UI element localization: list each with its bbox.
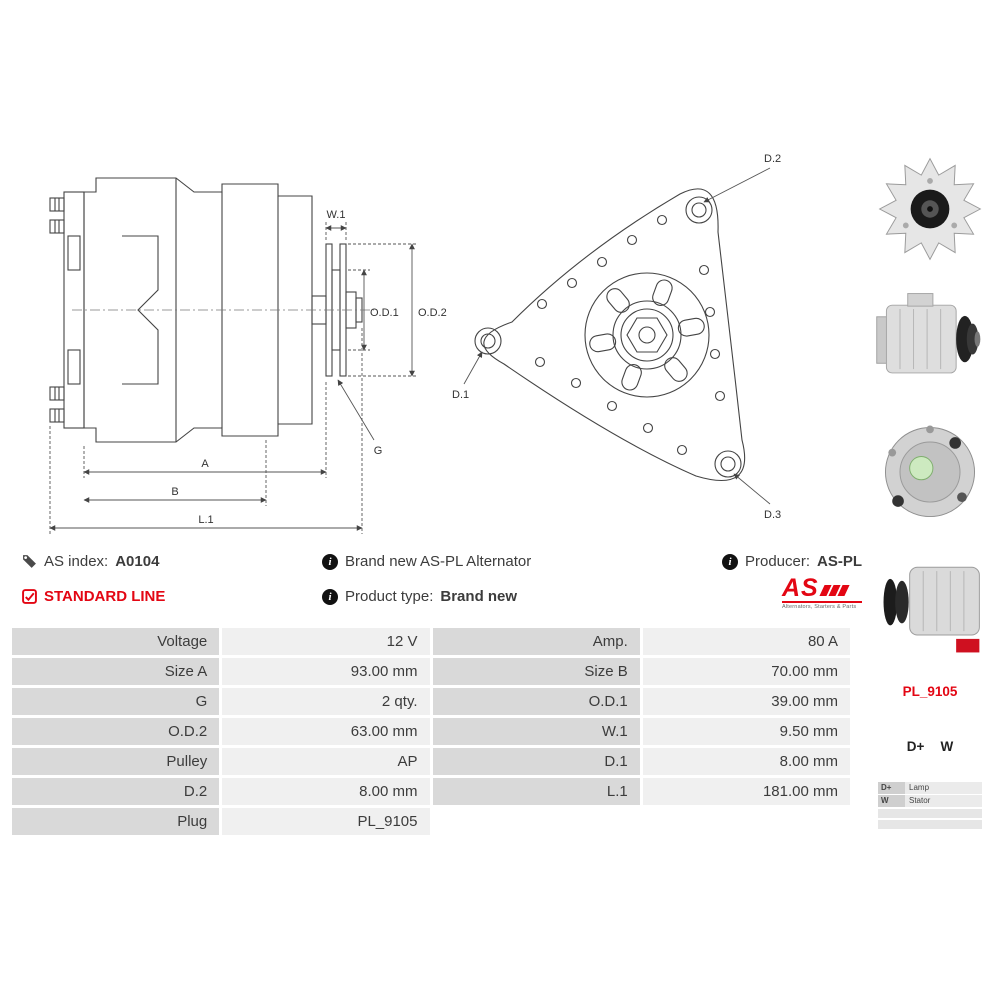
spec-value-cell: AP (222, 748, 430, 775)
spec-value-cell: 12 V (222, 628, 430, 655)
producer-row: i Producer: AS-PL (722, 553, 862, 570)
spec-value-cell: 63.00 mm (222, 718, 430, 745)
aspl-sticker (956, 638, 980, 653)
legend-value: Stator (905, 795, 982, 807)
vent-slots (589, 279, 705, 391)
spec-label-cell: Amp. (432, 628, 640, 655)
terminal-w: W (940, 739, 954, 754)
vent-holes (534, 214, 726, 456)
plug-code-label: PL_9105 (902, 684, 958, 699)
alternator-front-view-drawing: D.2 D.1 D.3 (452, 153, 781, 521)
product-type-label: Product type: (345, 588, 434, 605)
spec-label-cell: Size B (432, 658, 640, 685)
legend-row: D+ Lamp (878, 782, 982, 794)
aspl-logo-text: AS (782, 574, 819, 602)
spec-empty-cell (643, 808, 850, 835)
spec-label-cell: Voltage (12, 628, 220, 655)
spec-label-cell: L.1 (432, 778, 640, 805)
dim-label-w1: W.1 (327, 209, 346, 221)
spec-label-cell: G (12, 688, 220, 715)
dim-label-d1: D.1 (452, 389, 469, 401)
front-view-leader-lines (463, 167, 771, 505)
legend-empty-bar (878, 820, 982, 829)
spec-value-cell: PL_9105 (222, 808, 430, 835)
terminal-dplus: D+ (906, 739, 925, 754)
product-photo-side-left-pulley[interactable] (871, 544, 989, 666)
spec-value-cell: 39.00 mm (642, 688, 850, 715)
producer-value: AS-PL (817, 553, 863, 570)
dim-label-d3: D.3 (764, 509, 781, 521)
spec-label-cell: O.D.2 (12, 718, 220, 745)
aspl-logo: AS Alternators, Starters & Parts (782, 574, 862, 610)
product-photo-side-right[interactable] (871, 280, 989, 402)
spec-label-cell: Pulley (12, 748, 220, 775)
dim-label-od1: O.D.1 (370, 307, 399, 319)
spec-value-cell: 70.00 mm (642, 658, 850, 685)
alternator-side-view-drawing: W.1 O.D.1 O.D.2 G A B L.1 (49, 177, 447, 534)
legend-value: Lamp (905, 782, 982, 794)
product-type-row: i Product type: Brand new (322, 588, 517, 605)
product-type-value: Brand new (440, 588, 518, 605)
legend-key: W (878, 795, 905, 807)
spec-label-cell: D.2 (12, 778, 220, 805)
dim-label-b: B (171, 486, 178, 498)
aspl-logo-flag-icon (819, 585, 850, 596)
dim-label-g: G (374, 445, 383, 457)
as-index-label: AS index: (44, 553, 109, 570)
spec-value-cell: 8.00 mm (642, 748, 850, 775)
brand-new-label: Brand new AS-PL Alternator (345, 553, 532, 570)
legend-key: D+ (878, 782, 905, 794)
product-photos-column: PL_9105 D+ W D+ Lamp W Stator (866, 148, 994, 829)
spec-table: Voltage 12 V Amp. 80 A Size A 93.00 mm S… (12, 628, 850, 835)
product-photo-rear[interactable] (871, 412, 989, 534)
spec-empty-cell (433, 808, 640, 835)
spec-label-cell: O.D.1 (432, 688, 640, 715)
spec-value-cell: 80 A (642, 628, 850, 655)
info-icon: i (322, 588, 338, 605)
spec-value-cell: 93.00 mm (222, 658, 430, 685)
info-icon: i (722, 553, 738, 570)
spec-value-cell: 8.00 mm (222, 778, 430, 805)
terminal-legend: D+ Lamp W Stator (878, 782, 982, 829)
terminal-markings: D+ W (907, 739, 953, 754)
info-icon: i (322, 553, 338, 570)
spec-value-cell: 9.50 mm (642, 718, 850, 745)
dim-label-d2: D.2 (764, 153, 781, 165)
as-index-row: AS index: A0104 (22, 553, 159, 570)
dim-label-od2: O.D.2 (418, 307, 447, 319)
side-view-dimension-lines (49, 222, 418, 534)
legend-row: W Stator (878, 795, 982, 807)
brand-new-row: i Brand new AS-PL Alternator (322, 553, 531, 570)
standard-line-row: STANDARD LINE (22, 588, 165, 605)
dim-label-a: A (201, 458, 209, 470)
tag-icon (23, 555, 36, 568)
spec-label-cell: W.1 (432, 718, 640, 745)
front-view-outline (474, 188, 746, 481)
aspl-logo-tagline: Alternators, Starters & Parts (782, 604, 857, 610)
standard-line-label: STANDARD LINE (44, 588, 166, 605)
spec-label-cell: Plug (12, 808, 220, 835)
spec-label-cell: Size A (12, 658, 220, 685)
checkbox-icon (22, 589, 37, 604)
as-index-value: A0104 (115, 553, 160, 570)
spec-value-cell: 181.00 mm (642, 778, 850, 805)
dim-label-l1: L.1 (198, 514, 213, 526)
producer-label: Producer: (745, 553, 811, 570)
spec-label-cell: D.1 (432, 748, 640, 775)
legend-empty-bar (878, 809, 982, 818)
spec-value-cell: 2 qty. (222, 688, 430, 715)
product-photo-front-pulley[interactable] (871, 148, 989, 270)
